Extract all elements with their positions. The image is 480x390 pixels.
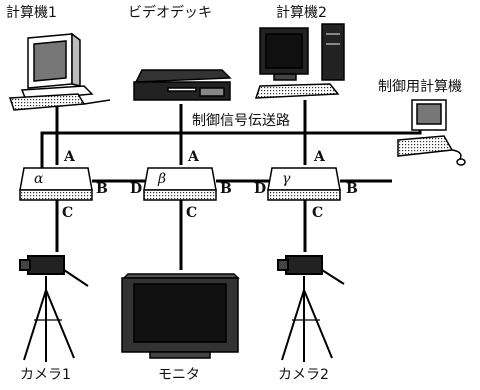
camera1-illustration [20, 256, 88, 362]
label-signal-line: 制御信号伝送路 [192, 114, 290, 128]
computer1-illustration [10, 34, 110, 110]
switch-alpha-port-b: B [96, 182, 108, 196]
control-signal-line [42, 130, 420, 172]
switch-alpha-port-c: C [62, 206, 73, 220]
switch-beta-symbol: β [158, 172, 166, 186]
label-video-deck: ビデオデッキ [128, 6, 212, 20]
switch-beta-port-b: B [220, 182, 232, 196]
label-computer2: 計算機2 [276, 6, 327, 20]
switch-gamma-port-b: B [346, 182, 358, 196]
switch-gamma-symbol: γ [282, 172, 290, 186]
monitor-illustration [122, 274, 238, 358]
label-camera2: カメラ2 [278, 368, 329, 382]
switch-alpha-symbol: α [34, 172, 43, 186]
switch-gamma-port-d: D [254, 182, 266, 196]
switch-beta [144, 168, 216, 200]
switch-beta-port-a: A [188, 150, 199, 164]
camera2-illustration [278, 256, 344, 362]
video-deck-illustration [134, 70, 230, 100]
switch-gamma [268, 168, 340, 200]
switch-gamma-port-c: C [312, 206, 323, 220]
switch-gamma-port-a: A [314, 150, 325, 164]
switch-alpha [20, 168, 92, 200]
computer2-illustration [256, 24, 344, 98]
switch-beta-port-c: C [186, 206, 197, 220]
switch-beta-port-d: D [130, 182, 142, 196]
label-control-computer: 制御用計算機 [378, 80, 462, 94]
switch-alpha-port-a: A [64, 150, 75, 164]
label-camera1: カメラ1 [20, 368, 71, 382]
label-monitor: モニタ [158, 368, 200, 382]
label-computer1: 計算機1 [6, 6, 57, 20]
